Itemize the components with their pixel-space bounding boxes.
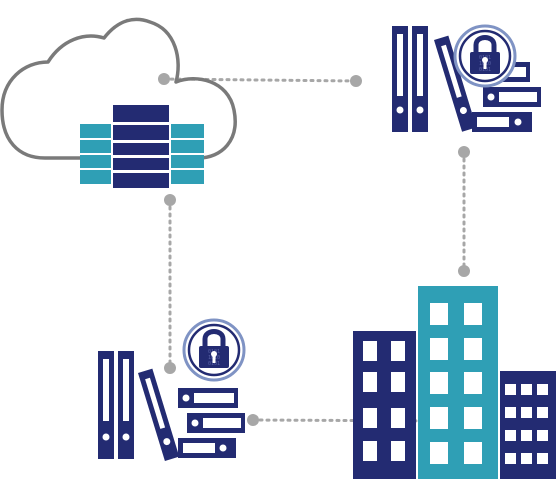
cloud-icon <box>0 17 237 160</box>
endpoint-dot <box>158 73 170 85</box>
endpoint-dot <box>458 265 470 277</box>
archive-binders-icon <box>98 351 245 461</box>
endpoint-dot <box>164 194 176 206</box>
office-buildings-icon <box>353 286 556 479</box>
connector-endpoints <box>158 73 470 427</box>
connector-archive-bottom-to-buildings <box>251 418 448 423</box>
lock-binary-line: 0101 <box>208 361 220 367</box>
building-right <box>500 371 556 479</box>
endpoint-dot <box>458 146 470 158</box>
building-left <box>353 331 416 479</box>
lock-binary-line: 0101 <box>479 67 491 73</box>
endpoint-dot <box>164 362 176 374</box>
endpoint-dot <box>247 414 259 426</box>
building-center <box>418 286 498 479</box>
connector-cloud-to-archive-top <box>162 77 358 83</box>
endpoint-dot <box>350 75 362 87</box>
server-stack-icon <box>80 105 204 188</box>
